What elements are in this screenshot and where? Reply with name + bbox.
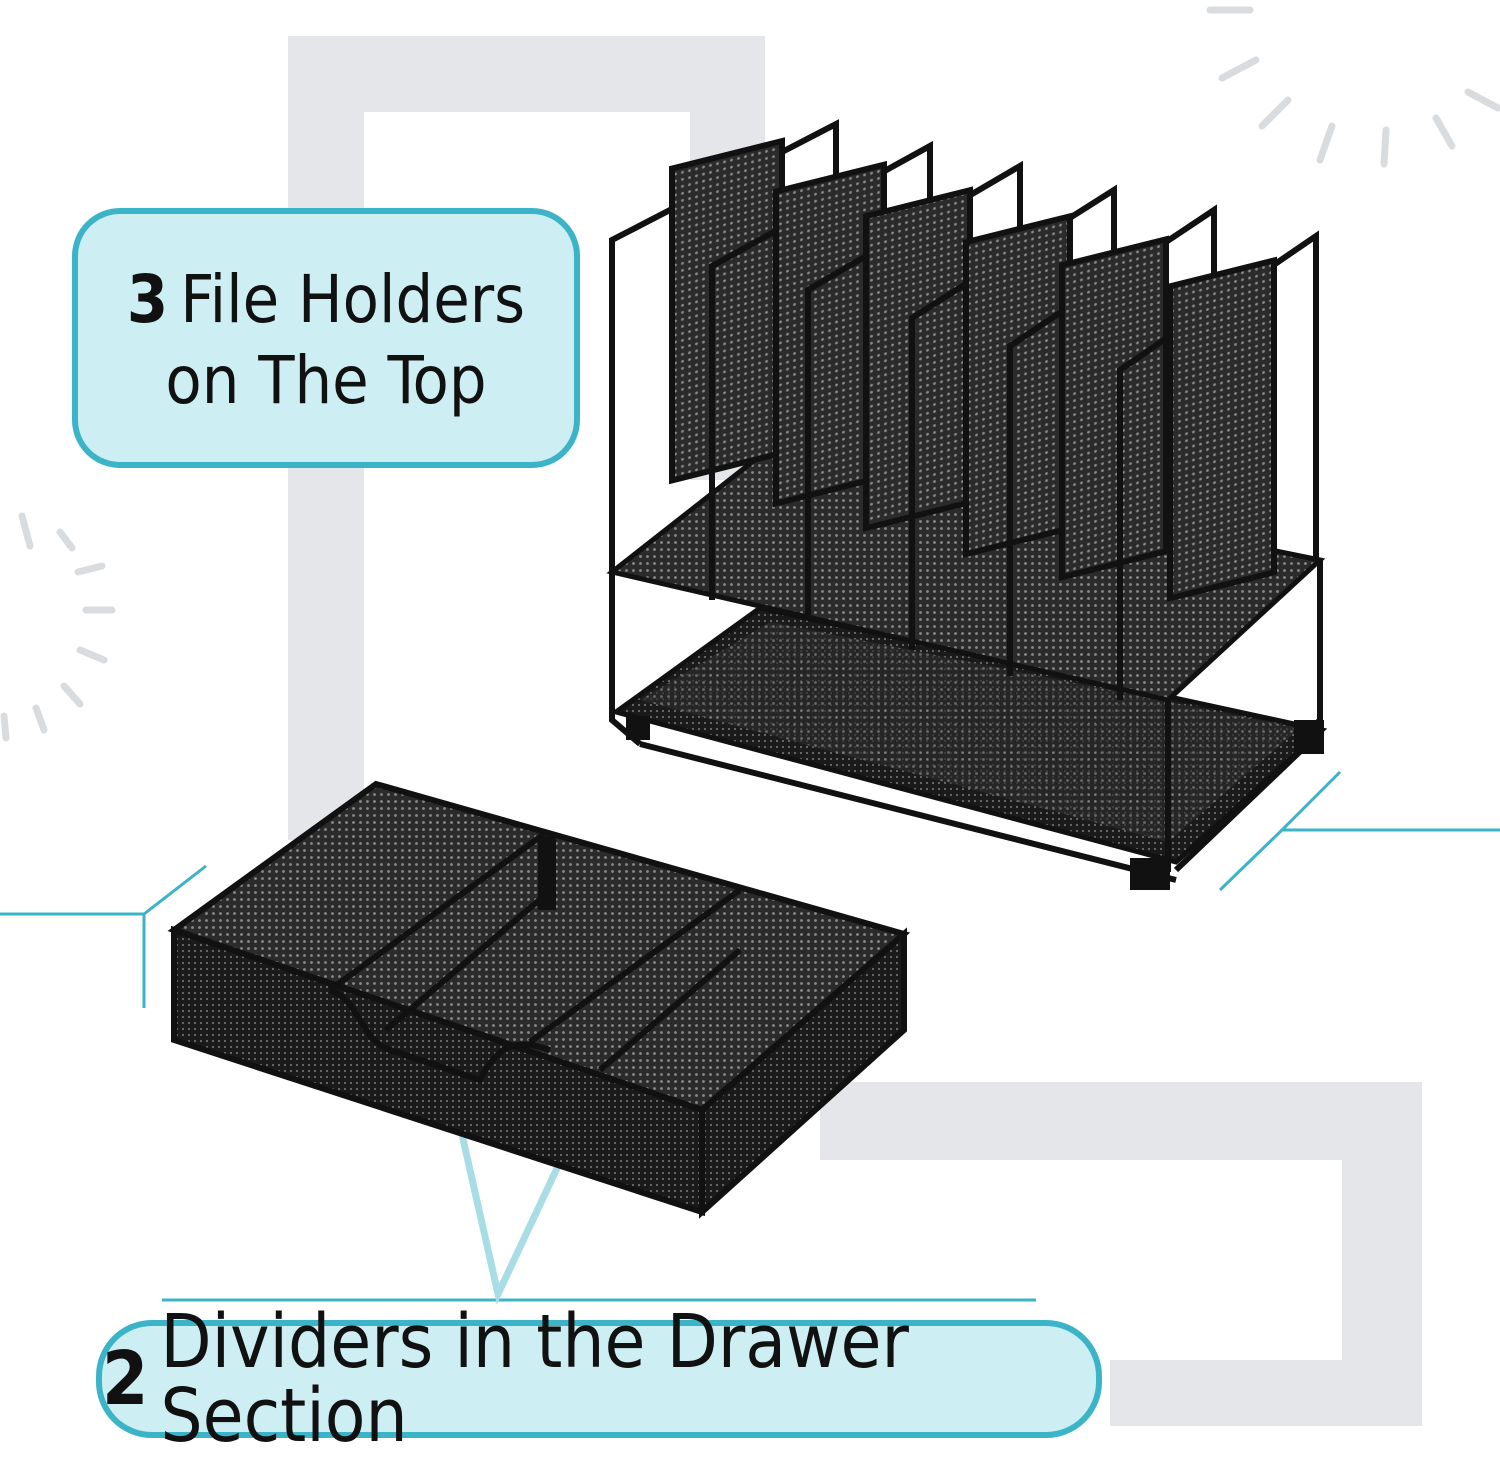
callout-top-number: 3 bbox=[126, 261, 169, 339]
mesh-drawer-photo bbox=[167, 780, 911, 1219]
background-frame bbox=[288, 36, 1422, 1426]
callout-top-text1: File Holders bbox=[180, 261, 526, 339]
callout-top-line2: on The Top bbox=[165, 342, 487, 419]
callout-bottom-number: 2 bbox=[102, 1336, 149, 1422]
desk-organizer-photo bbox=[606, 119, 1328, 890]
dividers-callout: 2 Dividers in the Drawer Section bbox=[96, 1305, 1102, 1453]
callout-bottom-text: Dividers in the Drawer Section bbox=[160, 1299, 909, 1459]
sunburst-dash-decoration bbox=[0, 6, 1500, 742]
